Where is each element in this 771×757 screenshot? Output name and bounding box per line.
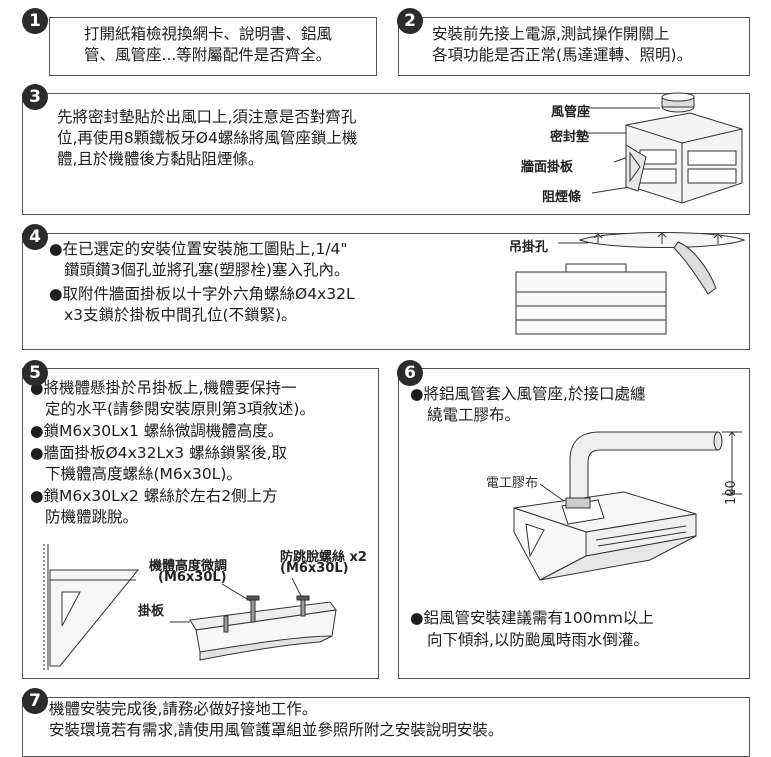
step1-line1: 打開紙箱檢視換網卡、說明書、鋁風: [84, 25, 333, 43]
label-smoke-strip: 阻煙條: [542, 190, 582, 205]
step4-line1: ●在已選定的安裝位置安裝施工圖貼上,1/4": [49, 240, 348, 258]
step6-line4: 向下傾斜,以防颱風時雨水倒灌。: [427, 631, 649, 649]
step2-number: 2: [397, 8, 423, 34]
step5-line2: 定的水平(請參閱安裝原則第3項敘述)。: [45, 400, 315, 418]
label-anti-jump-screw: 防跳脫螺絲 x2: [280, 550, 367, 565]
step5-line7: 防機體跳脫。: [45, 508, 139, 526]
step7-line2: 安裝環境若有需求,請使用風管護罩組並參照所附之安裝說明安裝。: [49, 721, 504, 739]
step3-number: 3: [22, 84, 48, 110]
step5-line1: ●將機體懸掛於吊掛板上,機體要保持一: [30, 379, 297, 397]
step7-line1: 機體安裝完成後,請務必做好接地工作。: [49, 700, 318, 718]
step6-line2: 繞電工膠布。: [427, 406, 521, 424]
step1-number: 1: [22, 8, 48, 34]
step5-number: 5: [22, 360, 48, 386]
label-duct-seat: 風管座: [551, 105, 591, 120]
label-hanging-plate: 掛板: [138, 604, 165, 619]
step6-number: 6: [397, 360, 423, 386]
label-hanging-hole: 吊掛孔: [509, 240, 549, 255]
label-height-adjust-spec: (M6x30L): [158, 570, 227, 585]
wall-plate-illustration: [515, 232, 746, 335]
hanging-illustration: [43, 544, 337, 670]
step7-number: 7: [22, 688, 48, 714]
step5-line5: 下機體高度螺絲(M6x30L)。: [45, 465, 242, 483]
step3-line3: 體,且於機體後方黏貼阻煙條。: [57, 150, 264, 168]
label-height-adjust: 機體高度微調: [149, 559, 228, 574]
step4-number: 4: [22, 224, 48, 250]
step4-line4: x3支鎖於掛板中間孔位(不鎖緊)。: [64, 306, 297, 324]
label-electrical-tape: 電工膠布: [486, 476, 539, 491]
step5-line3: ●鎖M6x30Lx1 螺絲微調機體高度。: [30, 422, 284, 440]
step3-line1: 先將密封墊貼於出風口上,須注意是否對齊孔: [57, 108, 357, 126]
step4-line2: 鑽頭鑽3個孔並將孔塞(塑膠栓)塞入孔內。: [64, 261, 350, 279]
step2-box: [398, 17, 750, 76]
duct-illustration: [513, 431, 742, 581]
label-anti-jump-spec: (M6x30L): [280, 561, 349, 576]
step5-line6: ●鎖M6x30Lx2 螺絲於左右2側上方: [30, 487, 278, 505]
label-wall-plate: 牆面掛板: [521, 160, 574, 175]
hood-top-illustration: [586, 92, 743, 204]
step5-line4: ●牆面掛板Ø4x32Lx3 螺絲鎖緊後,取: [30, 444, 288, 462]
label-seal-gasket: 密封墊: [550, 130, 590, 145]
step3-line2: 位,再使用8顆鐵板牙Ø4螺絲將風管座鎖上機: [57, 129, 358, 147]
step2-line1: 安裝前先接上電源,測試操作開關上: [432, 25, 670, 43]
step1-line2: 管、風管座...等附屬配件是否齊全。: [84, 46, 332, 64]
step1-box: [49, 17, 377, 76]
step6-line3: ●鋁風管安裝建議需有100mm以上: [410, 609, 654, 627]
step2-line2: 各項功能是否正常(馬達運轉、照明)。: [432, 46, 693, 64]
step6-line1: ●將鋁風管套入風管座,於接口處纏: [410, 385, 646, 403]
step4-line3: ●取附件牆面掛板以十字外六角螺絲Ø4x32L: [49, 285, 355, 303]
